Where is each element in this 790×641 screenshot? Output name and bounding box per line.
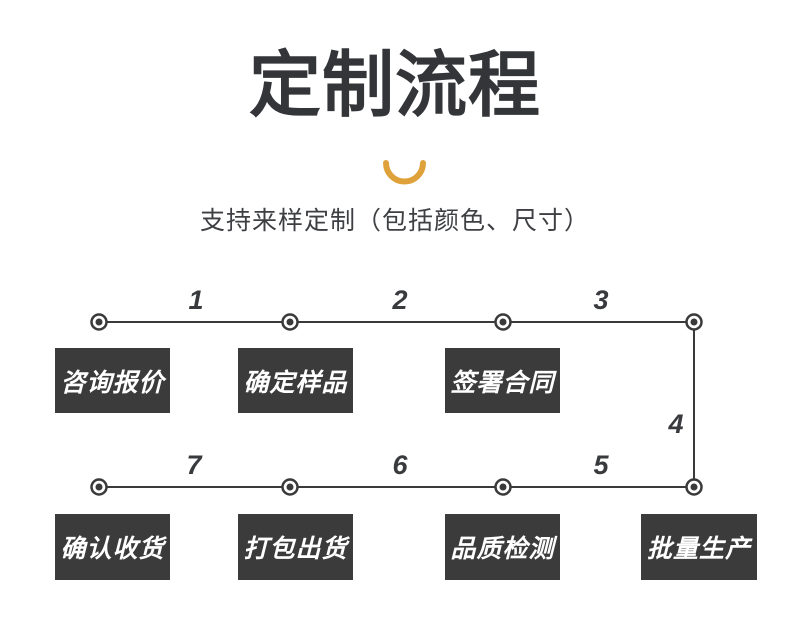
step-label: 签署合同 bbox=[450, 368, 555, 397]
flow-node bbox=[281, 478, 299, 496]
flow-node bbox=[494, 478, 512, 496]
step-box-consult-quote: 咨询报价 bbox=[55, 348, 170, 413]
segment-number-1: 1 bbox=[188, 285, 204, 315]
segment-number-6: 6 bbox=[392, 450, 408, 480]
segment-number-2: 2 bbox=[392, 285, 408, 315]
flow-node bbox=[494, 313, 512, 331]
step-box-confirm-receipt: 确认收货 bbox=[55, 514, 170, 580]
step-box-quality-inspection: 品质检测 bbox=[445, 514, 560, 580]
step-box-sign-contract: 签署合同 bbox=[445, 348, 560, 413]
step-box-confirm-sample: 确定样品 bbox=[238, 348, 353, 413]
step-label: 确认收货 bbox=[60, 535, 165, 563]
arc-divider-icon bbox=[383, 160, 426, 185]
step-box-mass-production: 批量生产 bbox=[641, 514, 757, 580]
segment-number-5: 5 bbox=[593, 450, 609, 480]
step-label: 确定样品 bbox=[243, 368, 348, 397]
step-label: 咨询报价 bbox=[60, 368, 165, 397]
segment-number-3: 3 bbox=[593, 285, 609, 315]
step-label: 品质检测 bbox=[450, 535, 555, 563]
segment-number-4: 4 bbox=[668, 409, 684, 439]
page-subtitle: 支持来样定制（包括颜色、尺寸） bbox=[199, 207, 590, 235]
step-box-pack-ship: 打包出货 bbox=[238, 514, 353, 580]
flow-node bbox=[281, 313, 299, 331]
flow-node bbox=[685, 478, 703, 496]
page-title: 定制流程 bbox=[248, 46, 541, 126]
flow-node bbox=[685, 313, 703, 331]
flow-node bbox=[90, 478, 108, 496]
step-label: 批量生产 bbox=[646, 535, 751, 563]
segment-number-7: 7 bbox=[186, 450, 202, 480]
flow-node bbox=[90, 313, 108, 331]
step-label: 打包出货 bbox=[243, 535, 348, 563]
